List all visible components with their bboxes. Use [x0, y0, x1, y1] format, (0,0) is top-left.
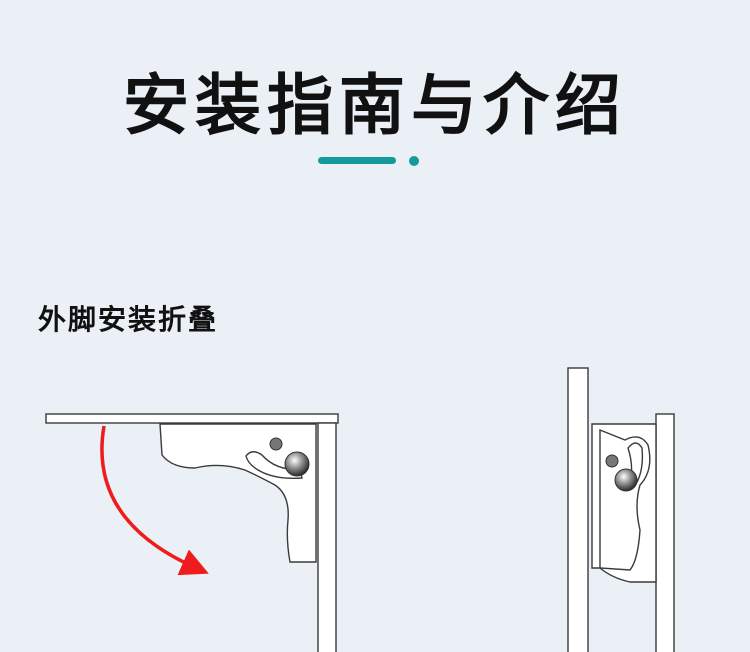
folded-table-leg: [655, 413, 675, 652]
unfolded-bracket-illustration: [45, 413, 339, 652]
page-title: 安装指南与介绍: [123, 67, 627, 144]
folded-pin-small-icon: [605, 454, 619, 468]
pivot-knob-icon: [284, 451, 310, 477]
pin-small-icon: [269, 437, 283, 451]
title-underline: [318, 157, 396, 164]
folded-shelf-board: [567, 367, 589, 652]
curved-arrow-icon: [100, 425, 209, 576]
table-leg: [317, 422, 337, 652]
section-heading: 外脚安装折叠: [38, 303, 219, 336]
folded-bracket-illustration: [567, 367, 675, 652]
folded-pivot-knob-icon: [614, 468, 638, 492]
shelf-board: [45, 413, 339, 424]
title-underline-dot: [409, 156, 419, 166]
bracket-plate: [159, 423, 317, 563]
